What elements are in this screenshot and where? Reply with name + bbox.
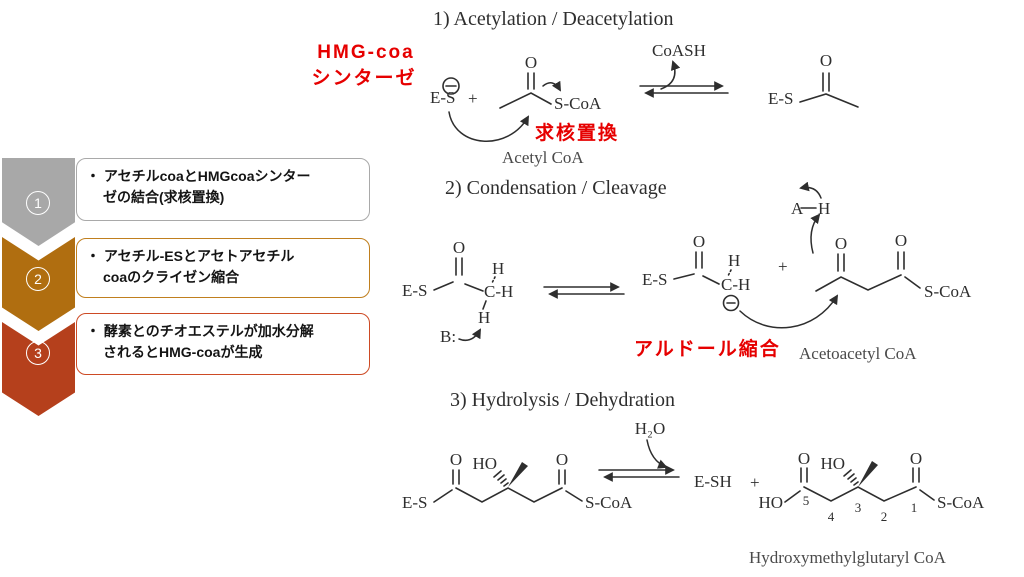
step-number-badge-3: 3 bbox=[26, 341, 50, 365]
plus-sign-step1: + bbox=[468, 89, 478, 108]
hmg-es-hash-wedge bbox=[493, 470, 509, 487]
carbanion-h-top: H bbox=[728, 251, 740, 270]
carbon-number-5: 5 bbox=[803, 493, 810, 508]
hmg-coa-methyl-wedge bbox=[858, 461, 878, 487]
carbanion-enzyme-label: E-S bbox=[642, 270, 668, 289]
coash-label: CoASH bbox=[652, 41, 706, 60]
plus-sign-step3: + bbox=[750, 473, 760, 492]
step2-title: 2) Condensation / Cleavage bbox=[445, 177, 667, 199]
step-1-text-line-1: ・ アセチルcoaとHMGcoaシンター bbox=[86, 168, 311, 184]
carbonyl-o-label-step2b: O bbox=[693, 232, 705, 251]
step3-title: 3) Hydrolysis / Dehydration bbox=[450, 389, 675, 411]
acetyl-coa-label: Acetyl CoA bbox=[502, 148, 584, 167]
step-description-box-1: ・ アセチルcoaとHMGcoaシンター ゼの結合(求核置換) bbox=[76, 158, 370, 221]
acetoacetyl-o2-label: O bbox=[895, 231, 907, 250]
acetoacetyl-coa-skeleton bbox=[815, 251, 921, 292]
hmg-acid-ho-label: HO bbox=[758, 493, 783, 512]
step1-title: 1) Acetylation / Deacetylation bbox=[433, 8, 673, 30]
carbon-number-2: 2 bbox=[881, 509, 888, 524]
acid-h-label: H bbox=[818, 199, 830, 218]
enzyme-thiolate-label: E-S bbox=[430, 88, 456, 107]
acetyl-enzyme-skeleton-step2 bbox=[433, 257, 484, 292]
carbanion-skeleton bbox=[673, 251, 720, 285]
coash-leaving-arrow bbox=[660, 60, 681, 90]
step1-acetylation: 1) Acetylation / Deacetylation HMG-coa シ… bbox=[311, 8, 859, 167]
h-label-bottom: H bbox=[478, 308, 490, 327]
enol-to-acid-arrow bbox=[810, 213, 821, 254]
carbonyl-o-label-step2a: O bbox=[453, 238, 465, 257]
acetyl-enzyme-label: E-S bbox=[768, 89, 794, 108]
step2-condensation: 2) Condensation / Cleavage E-S O C-H H H… bbox=[402, 177, 972, 363]
base-label: B: bbox=[440, 327, 456, 346]
free-enzyme-label: E-SH bbox=[694, 472, 732, 491]
hmg-enzyme-skeleton bbox=[433, 469, 583, 503]
water-attack-arrow bbox=[646, 439, 668, 469]
deprotonation-arrow bbox=[458, 328, 481, 342]
aldol-attack-arrow bbox=[739, 294, 839, 329]
acetyl-coa-skeleton bbox=[499, 72, 552, 109]
ch-dotted-bond bbox=[491, 276, 496, 284]
step-number-badge-2: 2 bbox=[26, 267, 50, 291]
thiolate-minus-charge-icon bbox=[442, 77, 460, 95]
nucleophilic-attack-arrow bbox=[448, 111, 529, 142]
step-description-box-2: ・ アセチル-ESとアセトアセチル coaのクライゼン縮合 bbox=[76, 238, 370, 298]
carbanion-dotted-bond bbox=[727, 269, 732, 277]
s-coa-label-step3b: S-CoA bbox=[937, 493, 985, 512]
s-coa-label-step3a: S-CoA bbox=[585, 493, 633, 512]
nucleophilic-substitution-label: 求核置換 bbox=[535, 121, 619, 144]
hmg-es-methyl-wedge bbox=[508, 462, 528, 487]
step3-hydrolysis: 3) Hydrolysis / Dehydration H₂O E-S O O … bbox=[402, 389, 985, 567]
carbanion-minus-charge-icon bbox=[722, 294, 740, 312]
acetyl-enzyme-label-step2: E-S bbox=[402, 281, 428, 300]
step-description-box-3: ・ 酵素とのチオエステルが加水分解 されるとHMG-coaが生成 bbox=[76, 313, 370, 375]
hmg-es-o2-label: O bbox=[556, 450, 568, 469]
h-label-top: H bbox=[492, 259, 504, 278]
water-label: H₂O bbox=[635, 419, 665, 438]
alpha-carbon-label: C-H bbox=[484, 282, 513, 301]
ch-bond-bottom bbox=[482, 300, 487, 310]
carbonyl-o-label-product1: O bbox=[820, 51, 832, 70]
hmg-es-o1-label: O bbox=[450, 450, 462, 469]
hmg-enzyme-label: E-S bbox=[402, 493, 428, 512]
acid-a-label: A bbox=[791, 199, 804, 218]
carbon-number-3: 3 bbox=[855, 500, 862, 515]
carbonyl-o-label: O bbox=[525, 53, 537, 72]
hmg-coa-o5-label: O bbox=[798, 449, 810, 468]
step-3-text-line-1: ・ 酵素とのチオエステルが加水分解 bbox=[86, 323, 314, 339]
carbon-number-4: 4 bbox=[828, 509, 835, 524]
step-3-text-line-2: されるとHMG-coaが生成 bbox=[103, 344, 263, 360]
hmg-coa-o1-label: O bbox=[910, 449, 922, 468]
carbon-number-1: 1 bbox=[911, 500, 918, 515]
enzyme-annotation-line1: HMG-coa bbox=[317, 42, 414, 63]
proton-transfer-arrow-top bbox=[799, 181, 822, 199]
enzyme-annotation-line2: シンターゼ bbox=[311, 66, 416, 89]
step-2-text-line-2: coaのクライゼン縮合 bbox=[103, 269, 240, 285]
step-1-text-line-2: ゼの結合(求核置換) bbox=[103, 189, 225, 205]
acetoacetyl-coa-label: Acetoacetyl CoA bbox=[799, 344, 917, 363]
acetoacetyl-o1-label: O bbox=[835, 234, 847, 253]
step-2-text-line-1: ・ アセチル-ESとアセトアセチル bbox=[86, 248, 295, 264]
carbanion-ch-label: C-H bbox=[721, 275, 750, 294]
plus-sign-step2: + bbox=[778, 257, 788, 276]
hmg-coa-product-label: Hydroxymethylglutaryl CoA bbox=[749, 548, 947, 567]
hmg-es-ho-label: HO bbox=[472, 454, 497, 473]
s-coa-label-step2: S-CoA bbox=[924, 282, 972, 301]
hmg-coa-ho-label: HO bbox=[820, 454, 845, 473]
aldol-condensation-label: アルドール縮合 bbox=[634, 337, 781, 360]
step-number-badge-1: 1 bbox=[26, 191, 50, 215]
acetyl-enzyme-skeleton bbox=[799, 72, 859, 108]
s-coa-label-step1: S-CoA bbox=[554, 94, 602, 113]
bond-cleavage-arrow bbox=[542, 80, 561, 92]
hmg-coa-hash-wedge bbox=[843, 469, 859, 486]
